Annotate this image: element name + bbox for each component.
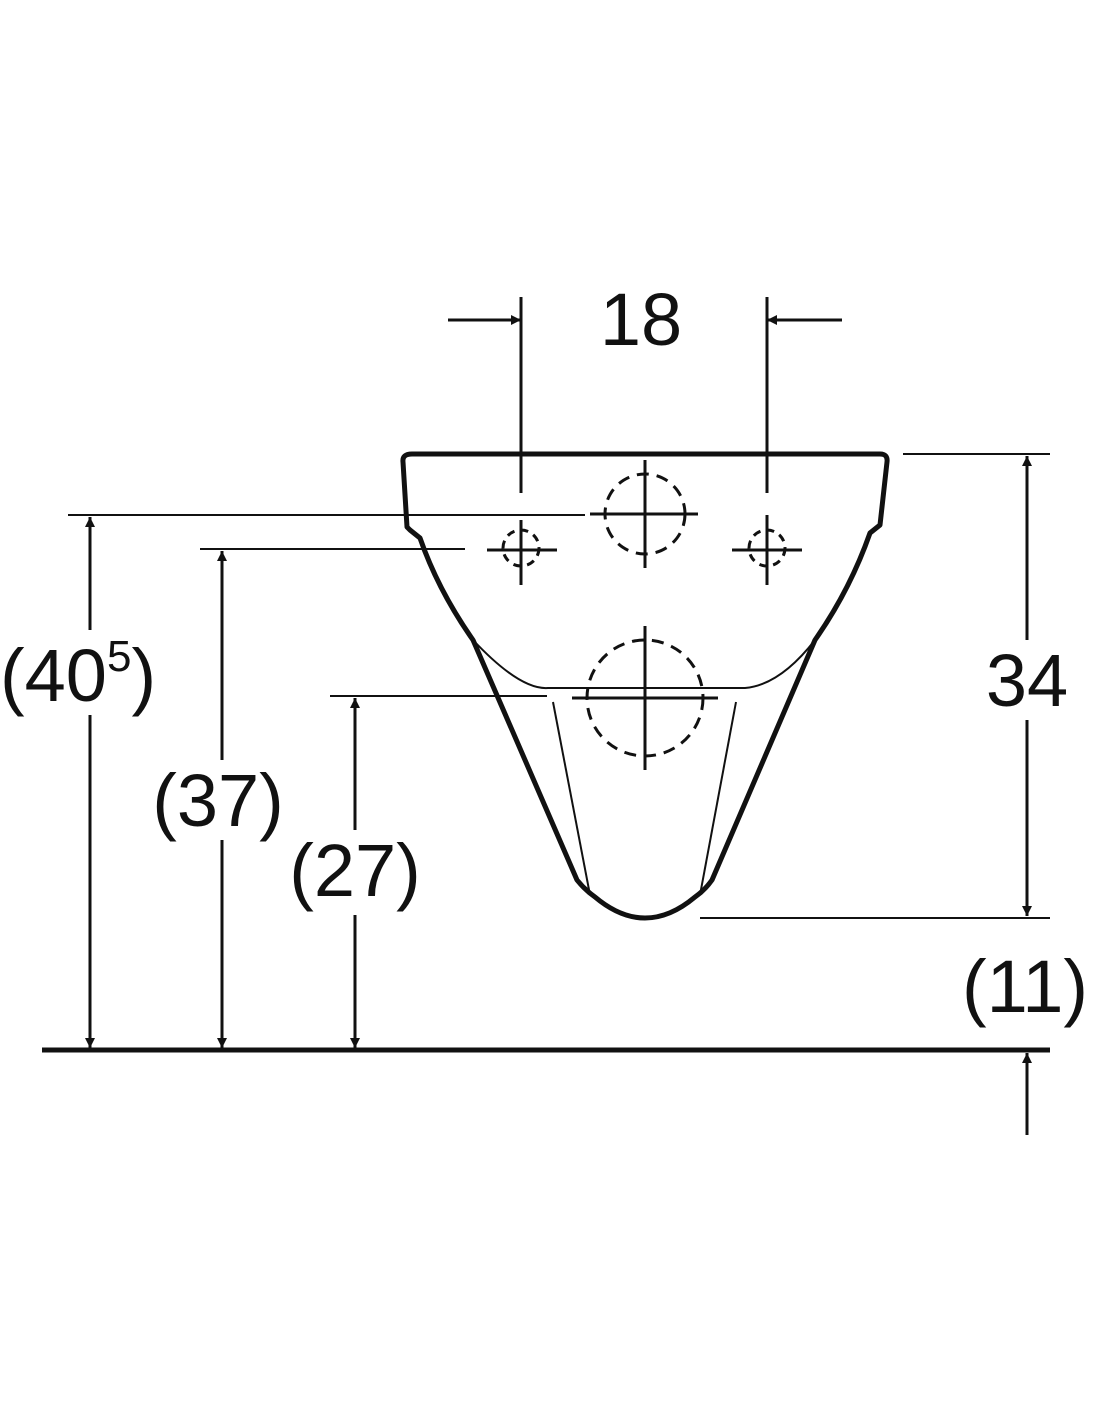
inlet-centerline — [590, 460, 698, 568]
bowl-outline — [400, 451, 890, 921]
dim-27-label: (27) — [289, 829, 421, 912]
dim-34-label: 34 — [986, 639, 1068, 722]
dim-37-label: (37) — [152, 759, 284, 842]
bowl-inner-left — [552, 701, 591, 896]
outlet-centerline — [572, 626, 718, 770]
dim-18-extension — [519, 297, 769, 493]
fixing-right-centerline — [732, 515, 802, 585]
bowl-inner-right — [699, 701, 737, 896]
dim-34-extension — [700, 453, 1050, 919]
dim-11-label: (11) — [962, 945, 1088, 1028]
dim-405-label: (405) — [0, 632, 156, 717]
dim-18-label: 18 — [600, 278, 682, 361]
fixing-left-centerline — [487, 520, 557, 585]
